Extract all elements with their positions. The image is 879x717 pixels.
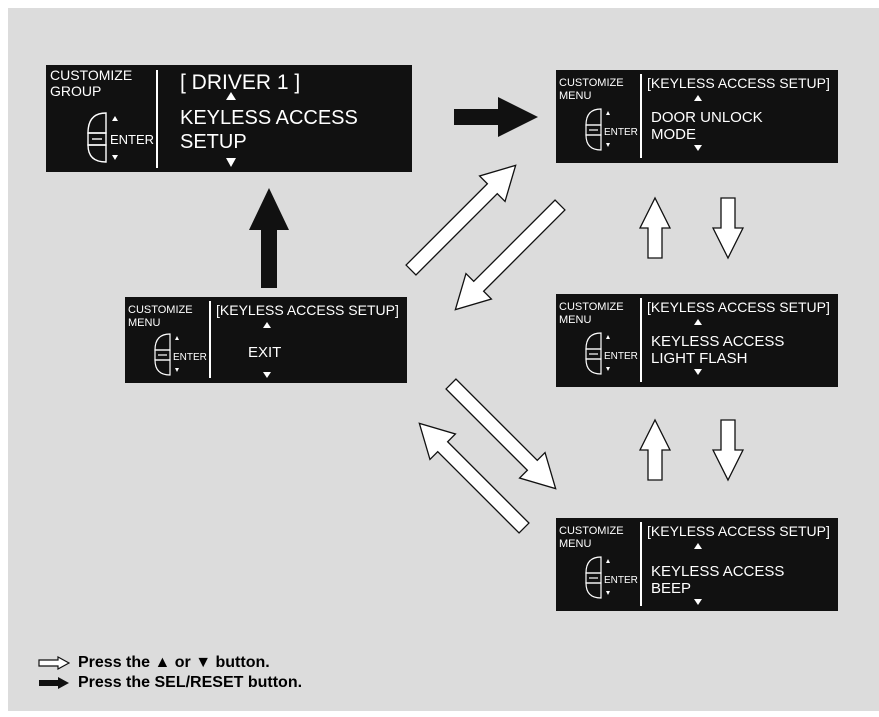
screen-heading: [ DRIVER 1 ] bbox=[180, 71, 300, 94]
enter-knob-icon bbox=[585, 556, 602, 599]
outline-arrow-diag-down-left-icon bbox=[454, 199, 566, 311]
down-indicator-icon bbox=[694, 369, 702, 375]
outline-arrow-diag-up-right-icon bbox=[405, 164, 517, 276]
legend-outline-text: Press the ▲ or ▼ button. bbox=[78, 654, 270, 671]
outline-arrow-up-icon bbox=[638, 196, 672, 259]
enter-label: ENTER bbox=[604, 575, 638, 586]
solid-arrow-up-icon bbox=[249, 188, 289, 288]
screen-line1: KEYLESS ACCESS bbox=[651, 333, 784, 350]
side-label-line2: GROUP bbox=[50, 83, 101, 99]
outline-arrow-up-icon bbox=[638, 418, 672, 481]
screen-line2: BEEP bbox=[651, 580, 691, 597]
down-indicator-icon bbox=[263, 372, 271, 378]
outline-arrow-diag-down-right-icon bbox=[445, 378, 557, 490]
up-indicator-icon bbox=[694, 543, 702, 549]
enter-label: ENTER bbox=[110, 132, 154, 147]
screen-line2: MODE bbox=[651, 126, 696, 143]
up-indicator-icon bbox=[263, 322, 271, 328]
legend-solid-arrow: Press the SEL/RESET button. bbox=[38, 674, 302, 692]
screen-heading: [KEYLESS ACCESS SETUP] bbox=[647, 75, 830, 91]
screen-exit: CUSTOMIZE MENU ENTER [KEYLESS ACCESS SET… bbox=[125, 297, 407, 383]
down-indicator-icon bbox=[694, 599, 702, 605]
screen-heading: [KEYLESS ACCESS SETUP] bbox=[647, 299, 830, 315]
side-label-line2: MENU bbox=[559, 90, 591, 102]
outline-arrow-down-icon bbox=[711, 419, 745, 482]
side-label-line2: MENU bbox=[128, 317, 160, 329]
enter-label: ENTER bbox=[173, 352, 207, 363]
enter-knob-icon bbox=[585, 108, 602, 151]
screen-light-flash: CUSTOMIZE MENU ENTER [KEYLESS ACCESS SET… bbox=[556, 294, 838, 387]
side-label-line1: CUSTOMIZE bbox=[50, 67, 132, 83]
flow-diagram: CUSTOMIZE GROUP ENTER [ DRIVER 1 ] KEYLE… bbox=[46, 65, 838, 611]
screen-line2: SETUP bbox=[180, 131, 247, 153]
down-indicator-icon bbox=[694, 145, 702, 151]
screen-line1: EXIT bbox=[248, 344, 281, 361]
screen-line2: LIGHT FLASH bbox=[651, 350, 747, 367]
screen-line1: KEYLESS ACCESS bbox=[180, 107, 358, 129]
screen-beep: CUSTOMIZE MENU ENTER [KEYLESS ACCESS SET… bbox=[556, 518, 838, 611]
screen-line1: DOOR UNLOCK bbox=[651, 109, 763, 126]
side-label-line2: MENU bbox=[559, 314, 591, 326]
up-indicator-icon bbox=[226, 92, 236, 100]
outline-arrow-legend-icon bbox=[38, 656, 70, 670]
solid-arrow-right-icon bbox=[454, 97, 538, 137]
outline-arrow-down-icon bbox=[711, 197, 745, 260]
screen-line1: KEYLESS ACCESS bbox=[651, 563, 784, 580]
side-label-line1: CUSTOMIZE bbox=[559, 77, 624, 89]
down-indicator-icon bbox=[226, 158, 236, 167]
side-label-line2: MENU bbox=[559, 538, 591, 550]
up-indicator-icon bbox=[694, 95, 702, 101]
enter-knob-icon bbox=[87, 112, 107, 163]
screen-heading: [KEYLESS ACCESS SETUP] bbox=[647, 523, 830, 539]
side-label-line1: CUSTOMIZE bbox=[128, 304, 193, 316]
screen-heading: [KEYLESS ACCESS SETUP] bbox=[216, 302, 399, 318]
up-indicator-icon bbox=[694, 319, 702, 325]
enter-label: ENTER bbox=[604, 351, 638, 362]
legend-outline-arrow: Press the ▲ or ▼ button. bbox=[38, 654, 270, 672]
side-label-line1: CUSTOMIZE bbox=[559, 525, 624, 537]
diagram-canvas: CUSTOMIZE GROUP ENTER [ DRIVER 1 ] KEYLE… bbox=[8, 8, 879, 711]
solid-arrow-legend-icon bbox=[39, 677, 69, 689]
screen-door-unlock-mode: CUSTOMIZE MENU ENTER [KEYLESS ACCESS SET… bbox=[556, 70, 838, 163]
side-label-line1: CUSTOMIZE bbox=[559, 301, 624, 313]
enter-label: ENTER bbox=[604, 127, 638, 138]
enter-knob-icon bbox=[154, 333, 171, 376]
legend-solid-text: Press the SEL/RESET button. bbox=[78, 674, 303, 691]
screen-customize-group: CUSTOMIZE GROUP ENTER [ DRIVER 1 ] KEYLE… bbox=[46, 65, 412, 172]
enter-knob-icon bbox=[585, 332, 602, 375]
outline-arrow-diag-up-left-icon bbox=[418, 422, 530, 534]
